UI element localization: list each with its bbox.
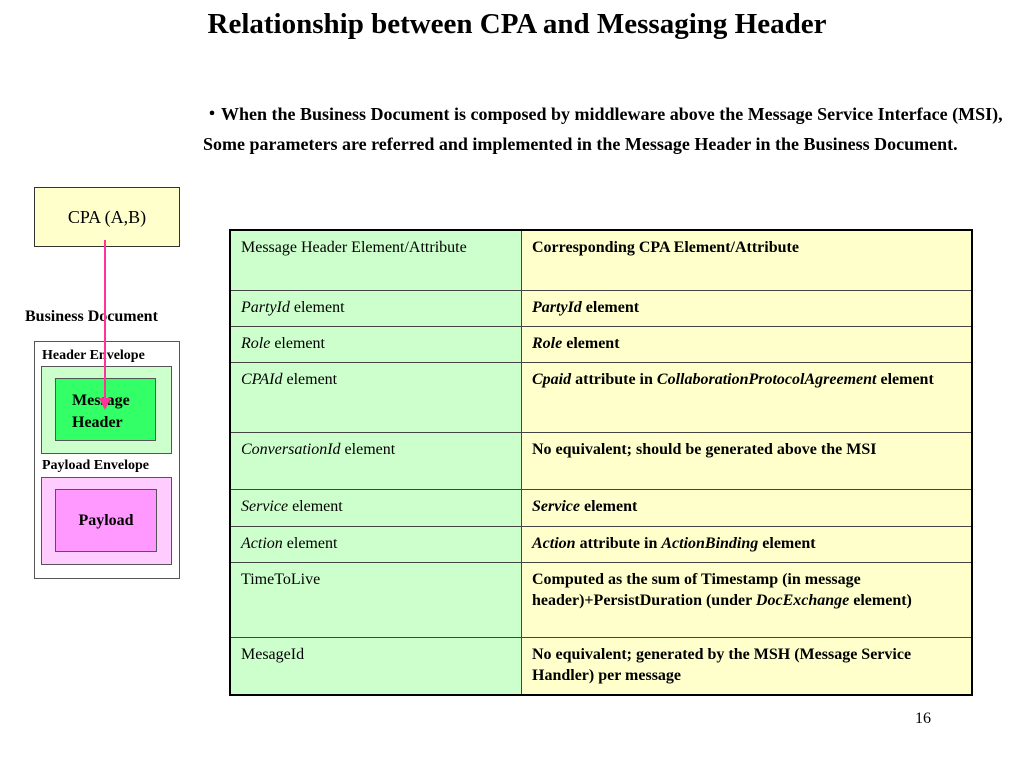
cpa-text-mid: element [579, 498, 638, 515]
payload-envelope-label: Payload Envelope [42, 458, 149, 473]
mh-element-cell: PartyId element [229, 290, 522, 327]
business-document-label: Business Document [25, 308, 158, 325]
slide-title: Relationship between CPA and Messaging H… [207, 8, 827, 40]
cpa-text: Computed as the sum of Timestamp (in mes… [532, 571, 861, 609]
cpa-element-cell: Computed as the sum of Timestamp (in mes… [521, 562, 973, 638]
table-header-row: Message Header Element/Attribute Corresp… [229, 229, 973, 291]
cpa-label: CPA (A,B) [67, 206, 147, 227]
header-cell-message-header: Message Header Element/Attribute [229, 229, 522, 291]
cpa-box: CPA (A,B) [34, 187, 180, 247]
mh-element-cell: Service element [229, 489, 522, 527]
table-row: TimeToLive Computed as the sum of Timesta… [229, 562, 973, 638]
mh-element-cell: CPAId element [229, 362, 522, 433]
message-header-label-line2: Header [72, 414, 123, 431]
cpa-text: No equivalent; should be generated above… [532, 441, 877, 458]
mh-element-cell: Action element [229, 526, 522, 563]
bullet-paragraph: ・When the Business Document is composed … [203, 99, 1003, 159]
cpa-text-mid: attribute in [575, 535, 662, 552]
cpa-container-name: DocExchange [755, 592, 850, 609]
mh-element-cell: MesageId [229, 637, 522, 696]
mh-element-cell: TimeToLive [229, 562, 522, 638]
cpa-text-mid: element [562, 335, 620, 352]
cpa-element-cell: Role element [521, 326, 973, 363]
cpa-element-cell: Service element [521, 489, 973, 527]
table-row: ConversationId element No equivalent; sho… [229, 432, 973, 490]
cpa-element-cell: No equivalent; generated by the MSH (Mes… [521, 637, 973, 696]
cpa-text-mid: element [581, 299, 640, 316]
message-header-label-line1: Message [72, 392, 130, 409]
cpa-text-suffix: element [876, 371, 934, 388]
header-envelope-label: Header Envelope [42, 348, 145, 363]
mh-element-suffix: element [270, 335, 325, 352]
mh-element-name: PartyId [241, 299, 290, 316]
cpa-text-suffix: element) [849, 592, 912, 609]
mh-element-name: Action [241, 535, 283, 552]
page-number: 16 [915, 710, 931, 727]
table-row: MesageId No equivalent; generated by the … [229, 637, 973, 696]
mh-element-name: Role [241, 335, 271, 352]
cpa-element-cell: Cpaid attribute in CollaborationProtocol… [521, 362, 973, 433]
mh-element-suffix: element [282, 535, 338, 552]
bullet-text: When the Business Document is composed b… [203, 104, 1003, 154]
payload-label: Payload [78, 511, 134, 529]
payload-box: Payload [55, 489, 157, 552]
cpa-element-name: Cpaid [532, 371, 572, 388]
mh-element-suffix: element [288, 498, 343, 515]
cpa-text-mid: attribute in [571, 371, 657, 388]
cpa-container-name: ActionBinding [661, 535, 759, 552]
cpa-element-cell: Action attribute in ActionBinding elemen… [521, 526, 973, 563]
mh-element-name: ConversationId [241, 441, 341, 458]
mh-element-suffix: MesageId [241, 646, 305, 663]
cpa-element-name: Action [532, 535, 576, 552]
cpa-element-name: Service [532, 498, 580, 515]
bullet-marker: ・ [203, 104, 221, 124]
cpa-text-suffix: element [758, 535, 816, 552]
mh-element-suffix: TimeToLive [241, 571, 321, 588]
cpa-element-name: Role [532, 335, 563, 352]
cpa-container-name: CollaborationProtocolAgreement [656, 371, 877, 388]
mh-element-suffix: element [289, 299, 345, 316]
cpa-element-cell: No equivalent; should be generated above… [521, 432, 973, 490]
mapping-table: Message Header Element/Attribute Corresp… [229, 229, 973, 696]
mh-element-name: CPAId [241, 371, 283, 388]
mh-element-suffix: element [282, 371, 338, 388]
cpa-element-name: PartyId [532, 299, 582, 316]
mh-element-suffix: element [340, 441, 396, 458]
mh-element-cell: Role element [229, 326, 522, 363]
cpa-text: No equivalent; generated by the MSH (Mes… [532, 646, 912, 684]
mh-element-cell: ConversationId element [229, 432, 522, 490]
cpa-element-cell: PartyId element [521, 290, 973, 327]
header-cell-cpa: Corresponding CPA Element/Attribute [521, 229, 973, 291]
mh-element-name: Service [241, 498, 289, 515]
